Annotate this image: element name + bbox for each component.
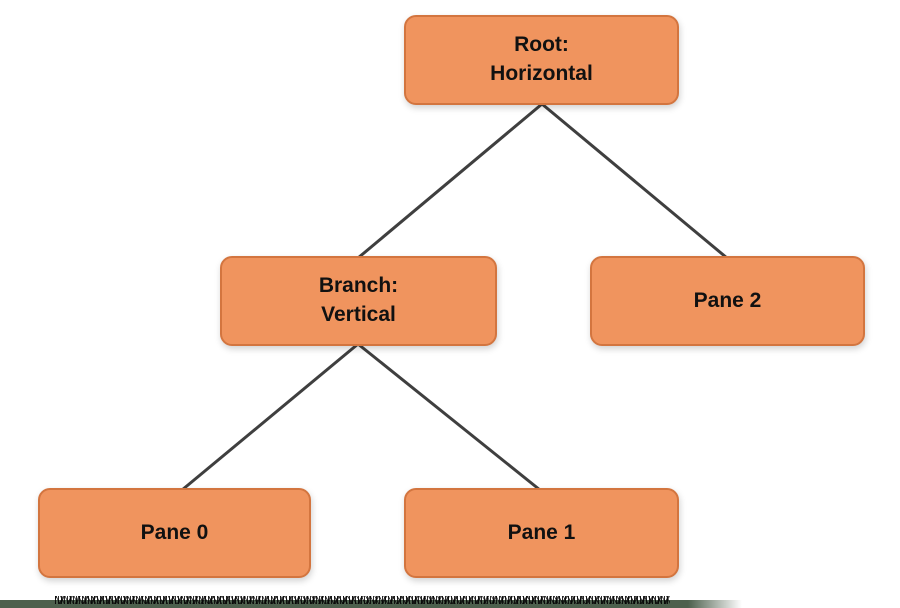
node-pane0-label: Pane 0 [140,520,209,544]
node-root: Root: Horizontal [404,15,679,105]
node-branch-label-line1: Branch: [318,274,399,298]
node-root-label-line1: Root: [514,33,569,57]
edge-root-pane2 [541,102,728,260]
node-branch: Branch: Vertical [220,256,497,346]
node-pane0: Pane 0 [38,488,311,578]
edge-branch-pane0 [181,342,359,492]
node-pane1-label: Pane 1 [507,520,576,544]
bottom-artifact-strip [0,596,742,608]
node-pane2-label: Pane 2 [693,288,762,312]
edge-root-branch [357,102,543,260]
node-pane2: Pane 2 [590,256,865,346]
node-branch-label-line2: Vertical [321,303,396,326]
node-root-label-line2: Horizontal [490,62,593,85]
edge-branch-pane1 [357,342,541,492]
node-pane1: Pane 1 [404,488,679,578]
